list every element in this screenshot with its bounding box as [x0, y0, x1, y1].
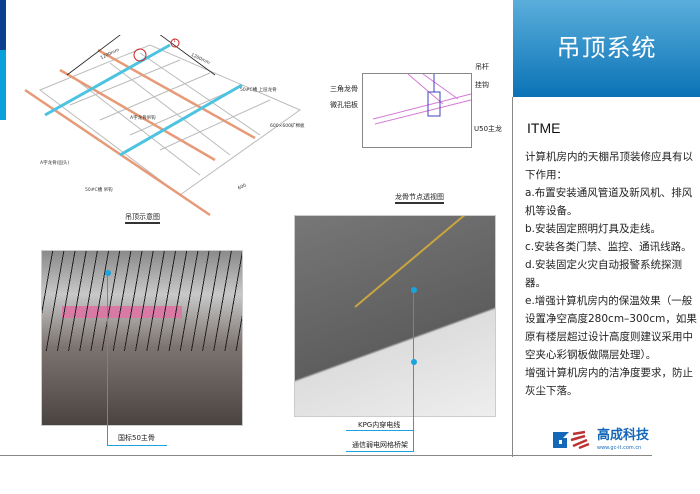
section-heading: ITME	[527, 120, 561, 136]
label: 挂钩	[475, 81, 489, 89]
paragraph: d.安装固定火灾自动报警系统探测器。	[525, 259, 683, 289]
node-detail-drawing	[372, 73, 472, 125]
ceiling-isometric-drawing	[24, 19, 302, 217]
diagram2-caption: 龙骨节点透视图	[395, 192, 444, 204]
photo-ceiling-frame	[41, 250, 243, 426]
photo1-label: 国标50主骨	[118, 434, 155, 442]
label: 吊杆	[475, 63, 489, 71]
marker-number: 1	[173, 39, 176, 44]
header-banner	[513, 0, 700, 97]
description: 计算机房内的天棚吊顶装修应具有以下作用： a.布置安装通风管道及新风机、排风机等…	[525, 148, 697, 400]
label: U50主龙	[474, 125, 503, 133]
sidebar-accent-light	[0, 50, 6, 120]
photo2-label-tray: 通信弱电网格桥架	[352, 441, 408, 449]
paragraph: 增强计算机房内的洁净度要求，防止灰尘下落。	[525, 367, 693, 397]
label: A字龙骨吊钩	[130, 116, 156, 121]
company-logo: 高成科技 www.gc-it.com.cn	[551, 428, 671, 452]
node-detail-diagram	[362, 73, 472, 148]
paragraph: b.安装固定照明灯具及走线。	[525, 223, 662, 235]
logo-url: www.gc-it.com.cn	[597, 445, 642, 451]
divider-horizontal	[0, 455, 652, 456]
divider-vertical	[512, 97, 513, 457]
page-title: 吊顶系统	[556, 34, 657, 62]
paragraph: e.增强计算机房内的保温效果（一般设置净空高度280cm–300cm，如果原有楼…	[525, 295, 697, 361]
detail-marker-icon	[170, 38, 180, 48]
logo-name: 高成科技	[597, 428, 650, 443]
logo-mark-icon	[553, 430, 590, 450]
paragraph: a.布置安装通风管道及新风机、排风机等设备。	[525, 187, 693, 217]
diagram1-caption: 吊顶示意图	[125, 212, 160, 224]
label: 微孔铝板	[330, 101, 358, 109]
label: A字龙骨(固头)	[40, 161, 70, 166]
label: 三角龙骨	[330, 85, 358, 93]
ceiling-diagram: 50#C槽 上层龙骨 A字龙骨吊钩 600×600矿棉板 A字龙骨(固头) 50…	[10, 19, 310, 225]
photo2-label-wire: KPG内穿电线	[358, 421, 401, 429]
label: 50#C槽 上层龙骨	[240, 88, 277, 93]
label: 600×600矿棉板	[270, 124, 305, 129]
sidebar-accent-dark	[0, 0, 6, 50]
paragraph: 计算机房内的天棚吊顶装修应具有以下作用：	[525, 151, 693, 181]
photo-cable-tray	[294, 215, 496, 417]
paragraph: c.安装各类门禁、监控、通讯线路。	[525, 241, 692, 253]
label: 50#C槽 吊钩	[85, 188, 113, 193]
